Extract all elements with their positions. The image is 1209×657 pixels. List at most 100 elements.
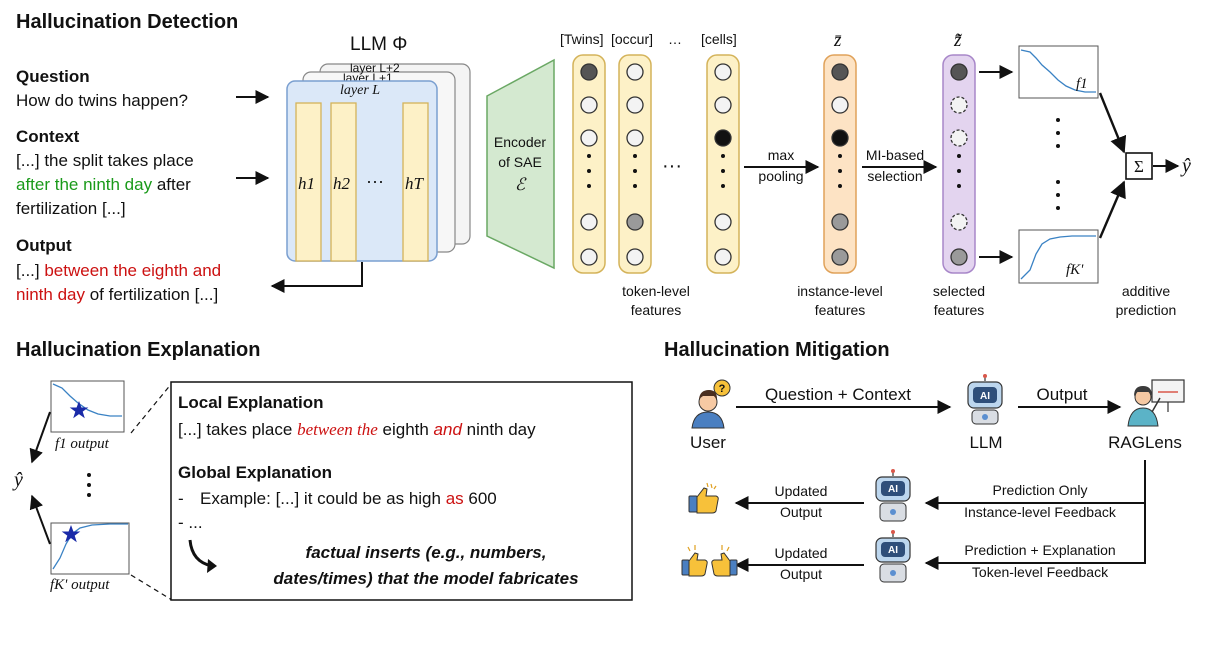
token-ellipsis: … <box>668 31 682 47</box>
token-vertical-dots <box>721 154 725 158</box>
f1-label: f1 <box>1076 76 1088 92</box>
local-title: Local Explanation <box>178 393 323 412</box>
local-part-3: eighth <box>378 420 434 439</box>
token-vertical-dots <box>633 154 637 158</box>
global-title: Global Explanation <box>178 463 332 482</box>
exp-f1-plot <box>50 380 125 433</box>
updated1-line1: Updated <box>775 483 828 499</box>
selected-symbol: z̄̃ <box>953 30 963 51</box>
instance-label-1: instance-level <box>797 283 883 299</box>
hT-label: hT <box>405 174 425 193</box>
exp-fk-star <box>61 525 81 543</box>
f1-to-sum-arrow <box>1098 92 1127 154</box>
f1-caption-span: f1 output <box>55 436 110 452</box>
summary-line-2: dates/times) that the model fabricates <box>273 569 578 588</box>
llm-title: LLM Φ <box>350 34 407 55</box>
selected-label-2: features <box>934 302 985 318</box>
token-neuron <box>626 63 644 81</box>
context-line1: [...] the split takes place <box>16 151 194 170</box>
output-flow-label: Output <box>1036 385 1087 404</box>
token-neuron <box>626 96 644 114</box>
token-neuron <box>714 248 732 266</box>
encoder-line1: Encoder <box>494 134 546 150</box>
additive-label-1: additive <box>1122 283 1170 299</box>
selected-neuron <box>950 213 968 231</box>
y-hat: ŷ <box>1180 155 1191 177</box>
encoder-symbol: ℰ <box>515 175 527 194</box>
local-part-1: [...] takes place <box>178 420 297 439</box>
llm-robot-icon: AI <box>967 374 1003 425</box>
selected-column <box>942 54 976 274</box>
token-column-occur <box>618 54 652 274</box>
token-neuron <box>580 63 598 81</box>
thumbs-up-icon <box>688 482 719 514</box>
selected-neuron <box>950 248 968 266</box>
summary-arrowhead <box>207 559 217 573</box>
token-neuron <box>626 248 644 266</box>
global-more: - ... <box>178 513 203 532</box>
selected-neuron <box>950 96 968 114</box>
columns-ellipsis: ··· <box>662 155 682 177</box>
token-label-2: features <box>631 302 682 318</box>
context-line2: after the ninth day after <box>16 175 191 194</box>
exp-f1-arrow <box>29 411 51 464</box>
instance-vertical-dots <box>838 169 842 173</box>
token-column-twins <box>572 54 606 274</box>
selection-label-2: selection <box>867 168 922 184</box>
selected-neuron-group <box>950 63 968 266</box>
output-line1: [...] between the eighth and <box>16 261 221 280</box>
token-neuron <box>580 129 598 147</box>
exp-fk-frame <box>50 522 130 575</box>
additive-label-2: prediction <box>1116 302 1177 318</box>
exp-fk-arrow <box>29 494 51 545</box>
context-after-span: after <box>152 175 191 194</box>
qc-label: Question + Context <box>765 385 911 404</box>
user-icon: ? <box>691 379 731 429</box>
explanation-title: Hallucination Explanation <box>16 339 260 361</box>
instance-neuron-group <box>831 63 849 266</box>
pooling-label-2: pooling <box>758 168 803 184</box>
sum-box <box>1125 152 1153 180</box>
robot3-ai-badge: AI <box>888 545 898 556</box>
token-vertical-dots <box>633 184 637 188</box>
instance-neuron <box>831 129 849 147</box>
robot2-ai-badge: AI <box>888 484 898 495</box>
exp-vertical-dots <box>87 473 91 497</box>
zoom-line-bottom <box>130 574 173 601</box>
f1-output-caption: f1 output <box>55 436 110 452</box>
global-bullet: - <box>178 489 184 508</box>
context-label: Context <box>16 127 80 146</box>
token-cells: [cells] <box>701 31 737 47</box>
instance-neuron <box>831 213 849 231</box>
token-neuron <box>580 96 598 114</box>
encoder-line2: of SAE <box>498 154 542 170</box>
f1-plot: f1 <box>1018 45 1099 99</box>
f1-curve <box>1020 49 1096 93</box>
layer-back-label: layer L+2 <box>350 61 400 75</box>
token-neuron <box>714 63 732 81</box>
token-vertical-dots <box>587 184 591 188</box>
user-question-mark: ? <box>719 383 726 395</box>
token-neuron <box>626 129 644 147</box>
token-twins: [Twins] <box>560 31 604 47</box>
output-label: Output <box>16 236 72 255</box>
global-example-span: Example: [...] it could be as high <box>200 489 446 508</box>
output-red2-span: ninth day <box>16 285 85 304</box>
llm-label: LLM <box>969 433 1002 452</box>
selected-vertical-dots <box>957 154 961 158</box>
token-vertical-dots <box>587 154 591 158</box>
fk-curve <box>1020 235 1096 280</box>
token-neuron-group <box>580 63 732 266</box>
token-neuron <box>580 248 598 266</box>
raglens-label: RAGLens <box>1108 433 1182 452</box>
exp-y-hat: ŷ <box>12 469 23 491</box>
token-vertical-dots <box>721 184 725 188</box>
hidden-state-hT <box>402 102 429 262</box>
fk-plot: fK' <box>1018 229 1099 284</box>
context-green-span: after the ninth day <box>16 175 153 194</box>
hidden-state-h2 <box>330 102 357 262</box>
raglens-icon <box>1127 379 1185 427</box>
selected-label-1: selected <box>933 283 985 299</box>
local-part-2: between the <box>297 420 378 439</box>
